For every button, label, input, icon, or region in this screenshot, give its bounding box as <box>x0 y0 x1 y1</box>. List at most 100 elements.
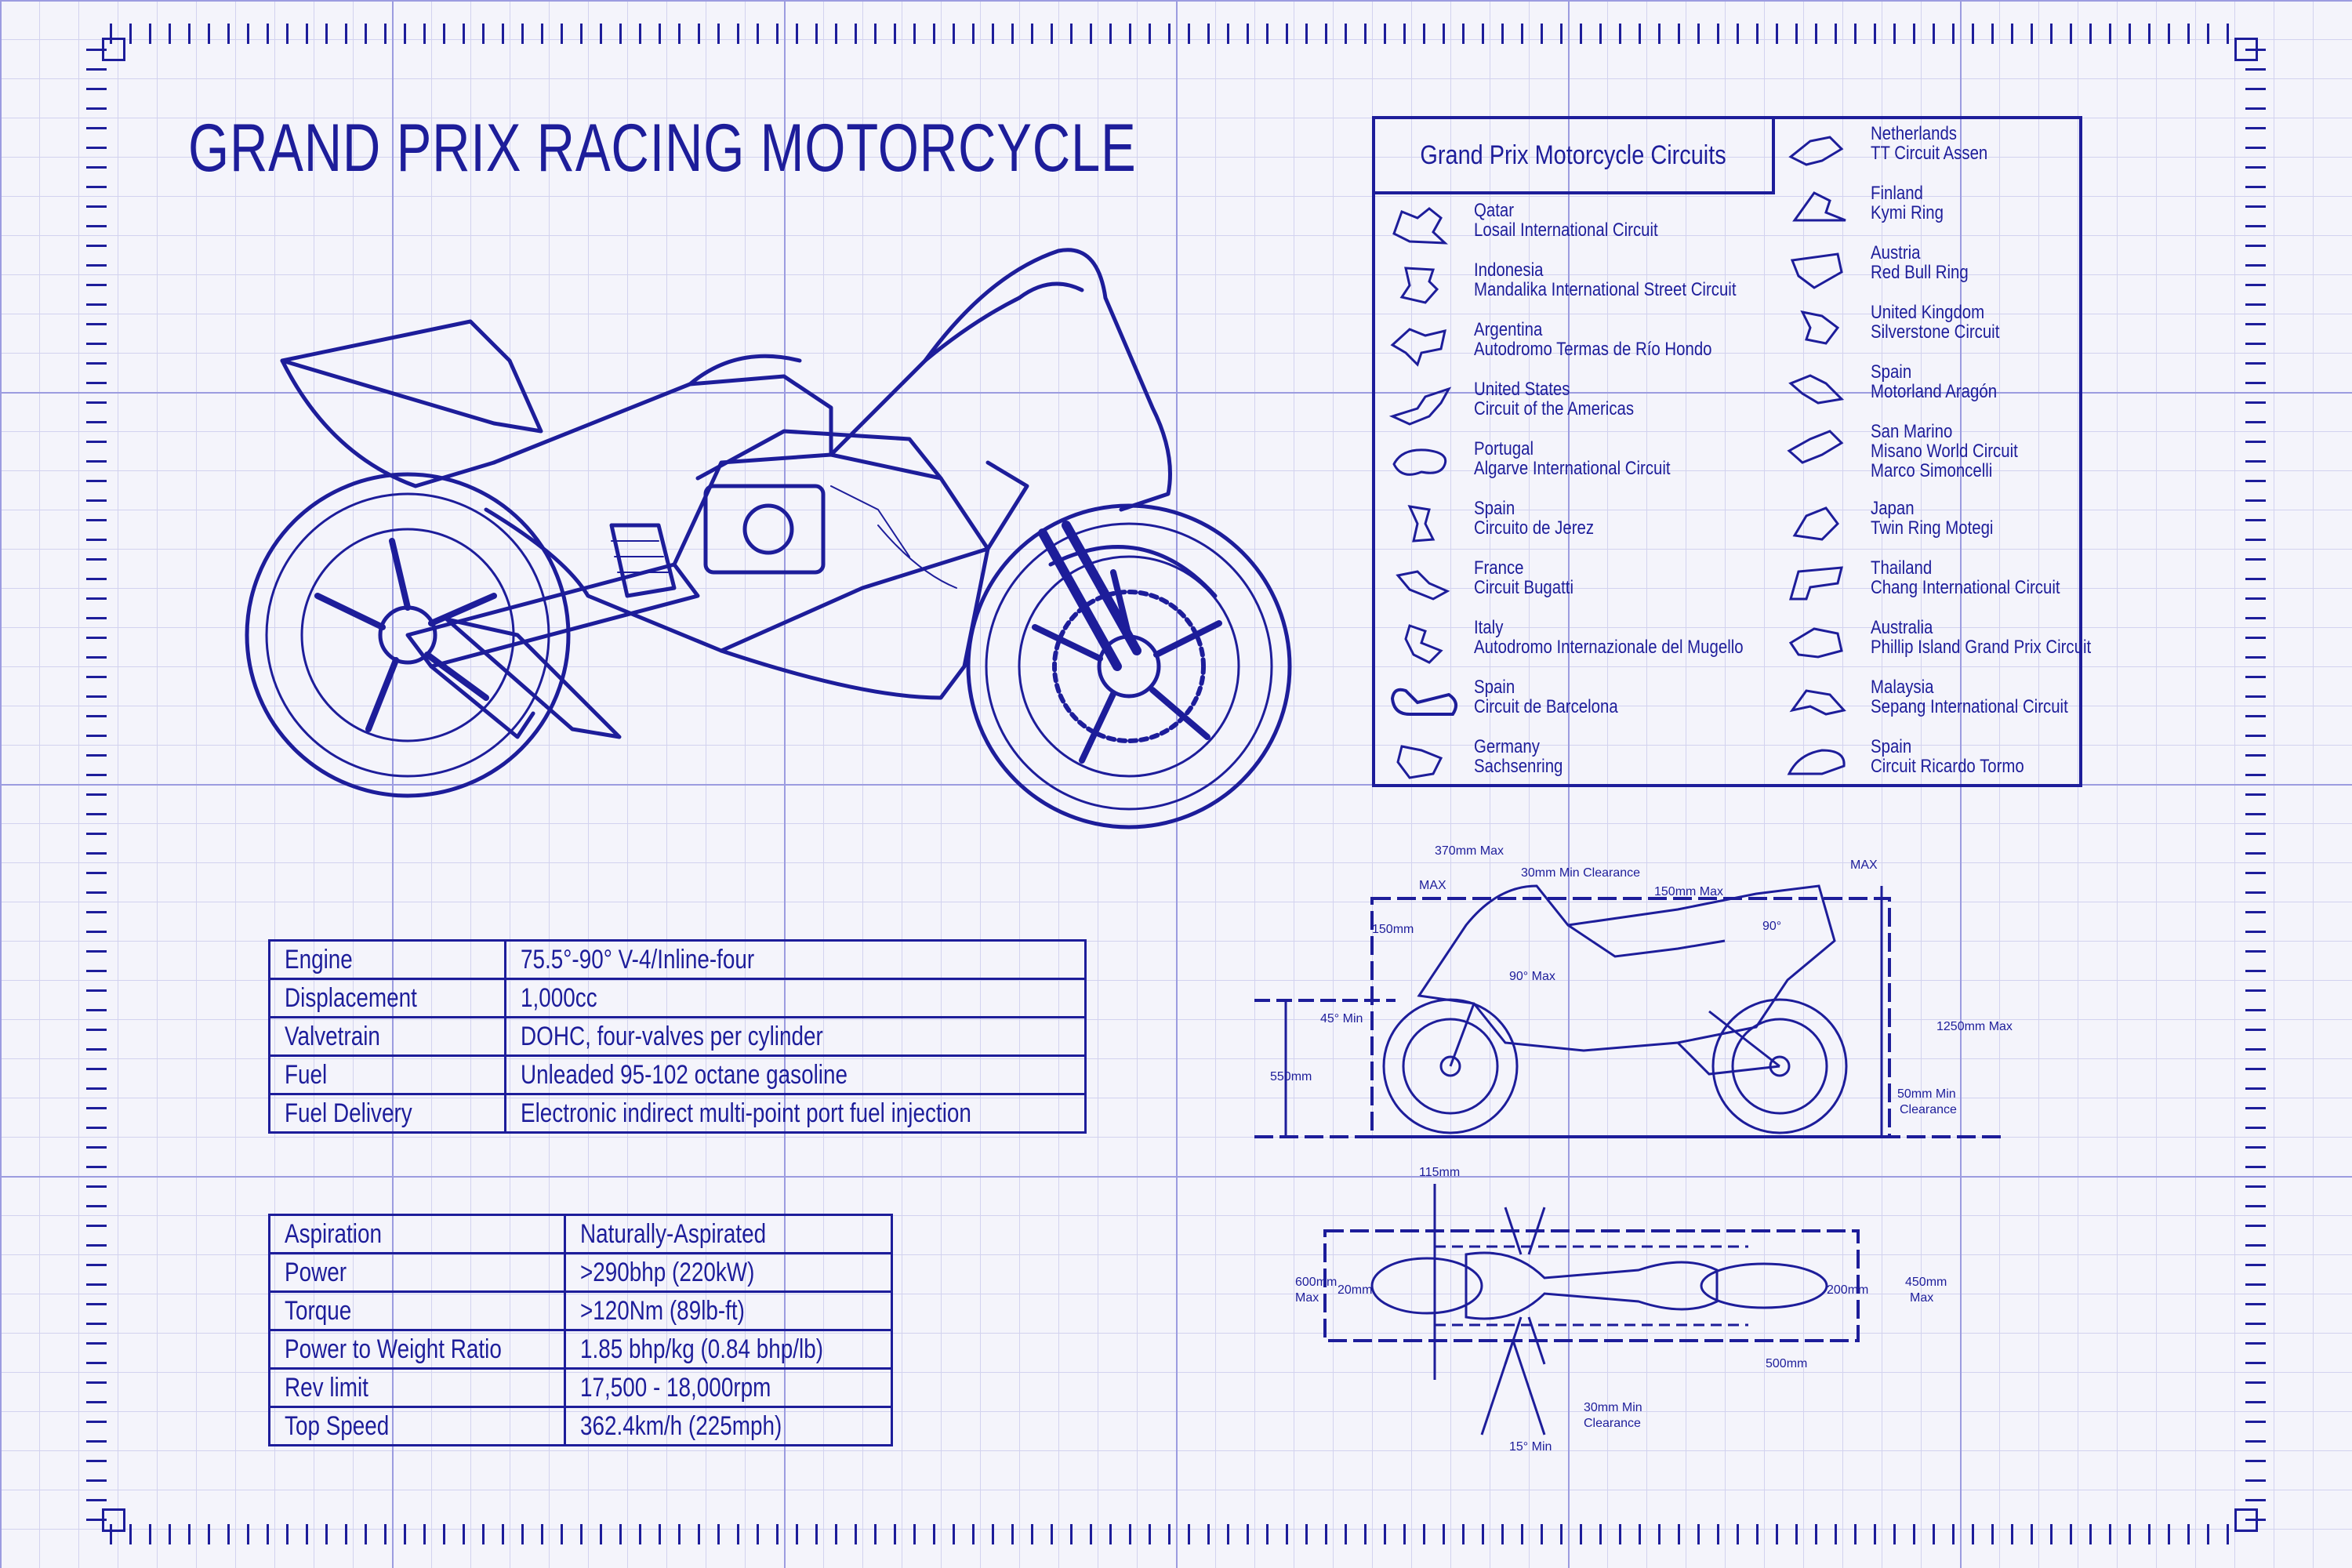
dim-label: 30mm Min Clearance <box>1521 866 1640 880</box>
ruler-bottom <box>110 1524 2242 1544</box>
circuit-name: Misano World Circuit <box>1871 441 2018 462</box>
track-map-icon <box>1392 207 1448 245</box>
spec-key: Torque <box>285 1295 352 1326</box>
spec-key: Aspiration <box>285 1218 382 1249</box>
spec-value: Electronic indirect multi-point port fue… <box>521 1098 971 1128</box>
dim-label: Clearance <box>1584 1417 1641 1430</box>
track-map-icon <box>1788 627 1843 659</box>
circuit-country: Argentina <box>1474 319 1543 340</box>
track-map-icon <box>1787 430 1844 464</box>
ruler-top <box>110 24 2242 44</box>
dim-label: 150mm Max <box>1654 885 1723 898</box>
spec-key: Displacement <box>285 982 417 1013</box>
dim-label: 370mm Max <box>1435 844 1504 858</box>
circuit-name: Mandalika International Street Circuit <box>1474 279 1737 300</box>
circuit-name: Chang International Circuit <box>1871 577 2060 598</box>
spec-value: 17,500 - 18,000rpm <box>579 1372 771 1403</box>
circuit-name: Circuit Bugatti <box>1474 577 1573 598</box>
dim-label: 90° <box>1762 920 1781 933</box>
circuit-name: TT Circuit Assen <box>1871 143 1988 164</box>
dim-label: MAX <box>1419 879 1446 892</box>
corner-mark <box>102 1508 125 1532</box>
dim-label: 550mm <box>1270 1070 1312 1083</box>
spec-key: Top Speed <box>285 1410 390 1441</box>
spec-value: 362.4km/h (225mph) <box>579 1410 782 1441</box>
circuit-name: Phillip Island Grand Prix Circuit <box>1871 637 2092 658</box>
spec-value: 75.5°-90° V-4/Inline-four <box>521 944 755 975</box>
circuit-country: Germany <box>1474 736 1540 757</box>
spec-key: Rev limit <box>285 1372 368 1403</box>
circuit-country: Austria <box>1871 242 1921 263</box>
circuit-name: Autodromo Termas de Río Hondo <box>1474 339 1712 360</box>
dim-label: 115mm <box>1419 1166 1460 1179</box>
dim-label: Clearance <box>1900 1103 1957 1116</box>
track-map-icon <box>1396 570 1450 601</box>
dim-label: 1250mm Max <box>1936 1020 2013 1033</box>
motorcycle-side-illustration <box>245 248 1292 829</box>
circuit-name: Twin Ring Motegi <box>1871 517 1994 539</box>
circuit-name: Circuit of the Americas <box>1474 398 1635 419</box>
track-map-icon <box>1789 566 1843 601</box>
corner-mark <box>2234 1508 2258 1532</box>
track-map-icon <box>1388 387 1452 426</box>
spec-key: Valvetrain <box>285 1021 380 1051</box>
spec-value: DOHC, four-valves per cylinder <box>521 1021 823 1051</box>
ruler-left <box>86 47 107 1521</box>
dim-label: Max <box>1910 1291 1933 1305</box>
circuit-name: Circuit de Barcelona <box>1474 696 1618 717</box>
dim-label: 30mm Min <box>1584 1401 1642 1414</box>
table-row: Torque >120Nm (89lb-ft) <box>268 1290 893 1331</box>
circuit-country: Finland <box>1871 183 1923 204</box>
circuit-name: Silverstone Circuit <box>1871 321 2000 343</box>
circuit-country: United Kingdom <box>1871 302 1985 323</box>
circuit-country: Italy <box>1474 617 1504 638</box>
spec-key: Fuel <box>285 1059 328 1090</box>
circuit-name: Motorland Aragón <box>1871 381 1998 402</box>
dim-label: 600mm <box>1295 1276 1337 1289</box>
circuit-name: Losail International Circuit <box>1474 220 1658 241</box>
track-map-icon <box>1787 749 1846 775</box>
table-row: Valvetrain DOHC, four-valves per cylinde… <box>268 1016 1087 1057</box>
dim-label: 45° Min <box>1320 1012 1363 1025</box>
page-title: GRAND PRIX RACING MOTORCYCLE <box>188 111 1137 186</box>
circuit-name: Algarve International Circuit <box>1474 458 1671 479</box>
circuit-name: Sepang International Circuit <box>1871 696 2068 717</box>
table-row: Displacement 1,000cc <box>268 978 1087 1018</box>
circuit-name: Sachsenring <box>1474 756 1563 777</box>
circuit-name: Kymi Ring <box>1871 202 1944 223</box>
circuits-heading: Grand Prix Motorcycle Circuits <box>1375 119 1775 194</box>
track-map-icon <box>1792 191 1846 222</box>
dim-label: 90° Max <box>1509 970 1555 983</box>
spec-value: Unleaded 95-102 octane gasoline <box>521 1059 848 1090</box>
track-map-icon <box>1390 328 1446 367</box>
dim-label: 500mm <box>1766 1357 1807 1370</box>
circuit-country: Spain <box>1871 736 1912 757</box>
table-row: Power >290bhp (220kW) <box>268 1252 893 1293</box>
circuit-country: Spain <box>1474 677 1515 698</box>
dim-label: Max <box>1295 1291 1319 1305</box>
circuit-name: Red Bull Ring <box>1871 262 1969 283</box>
track-map-icon <box>1790 252 1843 289</box>
circuit-name: Circuit Ricardo Tormo <box>1871 756 2024 777</box>
circuit-country: France <box>1474 557 1524 579</box>
top-dimension-drawing: 115mm 600mm Max 20mm 200mm 450mm Max 500… <box>1295 1166 1947 1454</box>
track-map-icon <box>1800 310 1840 345</box>
circuit-name-line2: Marco Simoncelli <box>1871 460 1993 481</box>
